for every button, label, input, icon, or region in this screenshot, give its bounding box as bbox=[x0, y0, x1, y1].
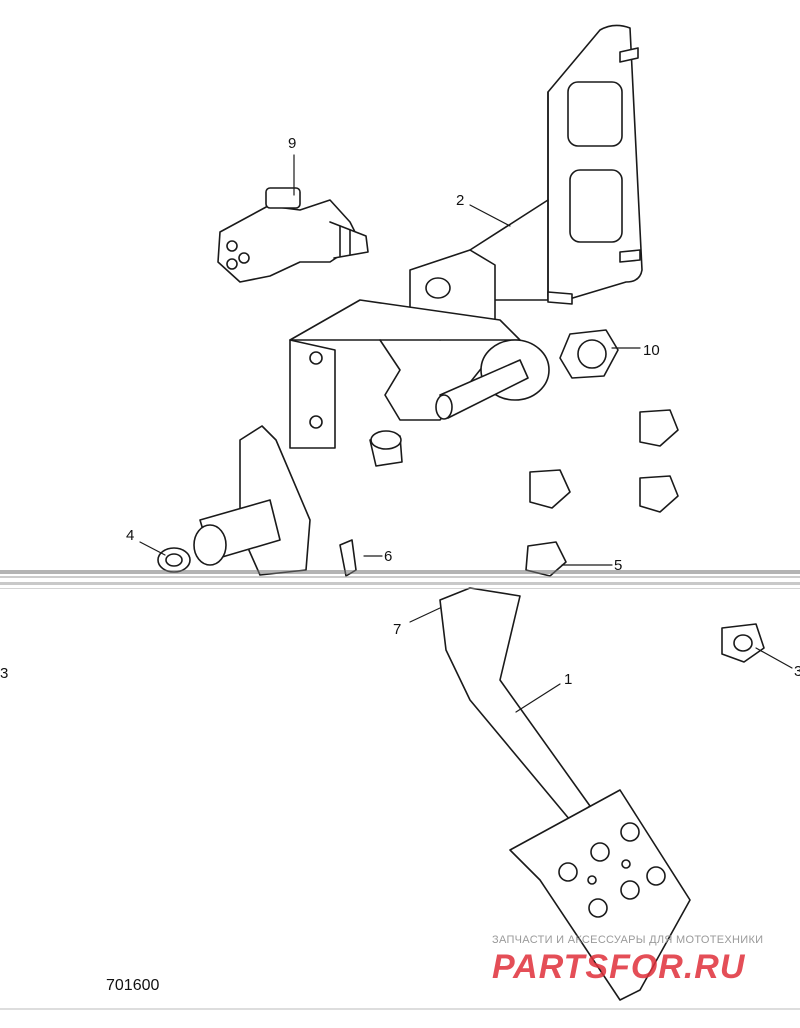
switch-part-9 bbox=[217, 187, 369, 283]
drawing-number: 701600 bbox=[106, 977, 160, 994]
callout-4: 4 bbox=[126, 527, 134, 544]
callout-1: 1 bbox=[564, 671, 572, 688]
callout-6: 6 bbox=[384, 548, 392, 565]
callout-9: 9 bbox=[288, 135, 296, 152]
scan-noise-band bbox=[0, 570, 800, 1010]
callout-3-right: 3 bbox=[794, 663, 800, 680]
callout-5: 5 bbox=[614, 557, 622, 574]
watermark-caption: ЗАПЧАСТИ И АКСЕССУАРЫ ДЛЯ МОТОТЕХНИКИ bbox=[492, 934, 764, 946]
watermark-logo: PARTSFOR.RU bbox=[492, 948, 746, 986]
callout-3-left: 3 bbox=[0, 665, 8, 682]
callout-2: 2 bbox=[456, 192, 464, 209]
leader-lines bbox=[139, 154, 793, 713]
bracket-part-2 bbox=[289, 24, 643, 449]
pivot-bushing bbox=[157, 425, 403, 576]
pedal-part-1 bbox=[439, 587, 691, 1001]
watermark-logo-text: PARTSFOR.RU bbox=[492, 948, 746, 986]
callout-10: 10 bbox=[643, 342, 660, 359]
nuts bbox=[339, 329, 765, 663]
callout-7: 7 bbox=[393, 621, 401, 638]
